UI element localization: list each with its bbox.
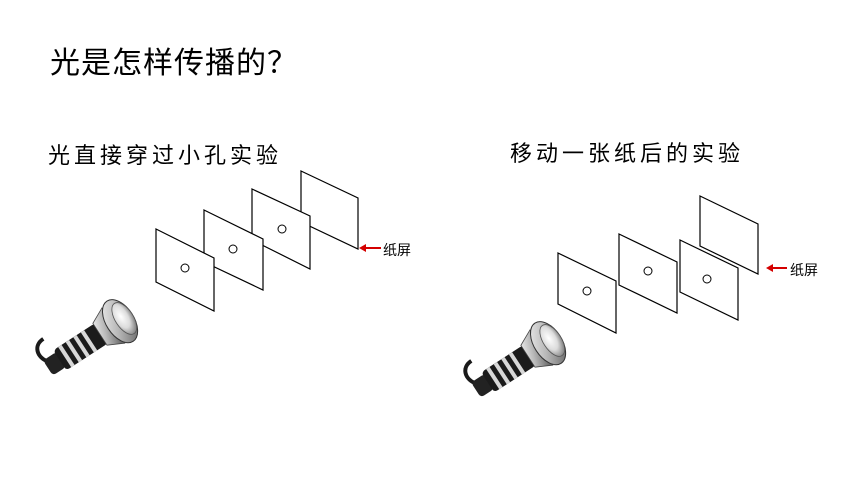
left-card-1-hole [180,263,190,273]
flashlight-right-icon [463,321,567,397]
left-pointer-arrow [359,244,381,252]
right-card-2 [618,233,678,314]
left-card-3 [251,188,311,270]
flashlight-left-icon [35,299,139,375]
left-card-3-hole [277,224,287,234]
left-card-2 [203,209,264,291]
right-card-4-shifted [699,195,759,275]
right-card-3-hole [702,274,712,284]
experiment-right-caption: 移动一张纸后的实验 [510,142,745,167]
page-title: 光是怎样传播的？ [50,46,298,81]
right-card-2-hole [643,266,653,276]
right-card-3 [679,239,739,321]
left-card-2-hole [228,244,238,254]
right-screen-label: 纸屏 [790,263,818,279]
experiment-left-caption: 光直接穿过小孔实验 [48,144,283,169]
right-pointer-arrow [766,264,787,272]
left-screen-label: 纸屏 [383,243,411,259]
left-card-1 [155,228,215,312]
right-card-1-hole [582,286,592,296]
left-card-4 [300,170,359,250]
right-card-1 [557,252,617,334]
